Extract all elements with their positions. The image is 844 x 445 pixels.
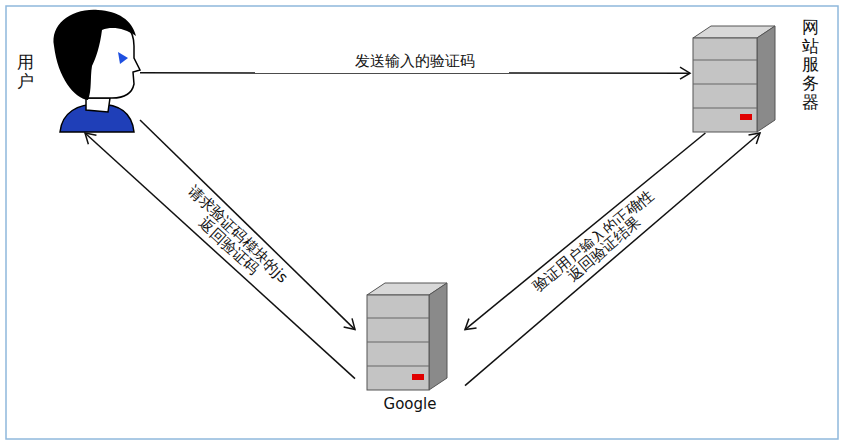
node-label-vertical: 网站服务器 bbox=[802, 18, 819, 111]
server-icon bbox=[367, 283, 447, 390]
node-label: Google bbox=[355, 395, 465, 413]
arrow-connector bbox=[465, 133, 705, 330]
arrow-connector bbox=[85, 133, 355, 379]
node-label-vertical: 用户 bbox=[17, 53, 34, 90]
edge-label: 发送输入的验证码 bbox=[352, 52, 478, 70]
server-icon bbox=[693, 26, 775, 132]
edge-label: 验证用户输入的正确性 bbox=[527, 185, 659, 298]
server-node: Google bbox=[355, 282, 467, 422]
server-node: 网站服务器 bbox=[690, 18, 830, 133]
user-figure bbox=[54, 10, 140, 132]
user-node: 用户 bbox=[15, 15, 140, 133]
frame-border bbox=[6, 6, 838, 439]
arrow-connector bbox=[140, 120, 355, 330]
arrow-connector bbox=[140, 72, 690, 74]
arrow-connector bbox=[465, 133, 760, 386]
